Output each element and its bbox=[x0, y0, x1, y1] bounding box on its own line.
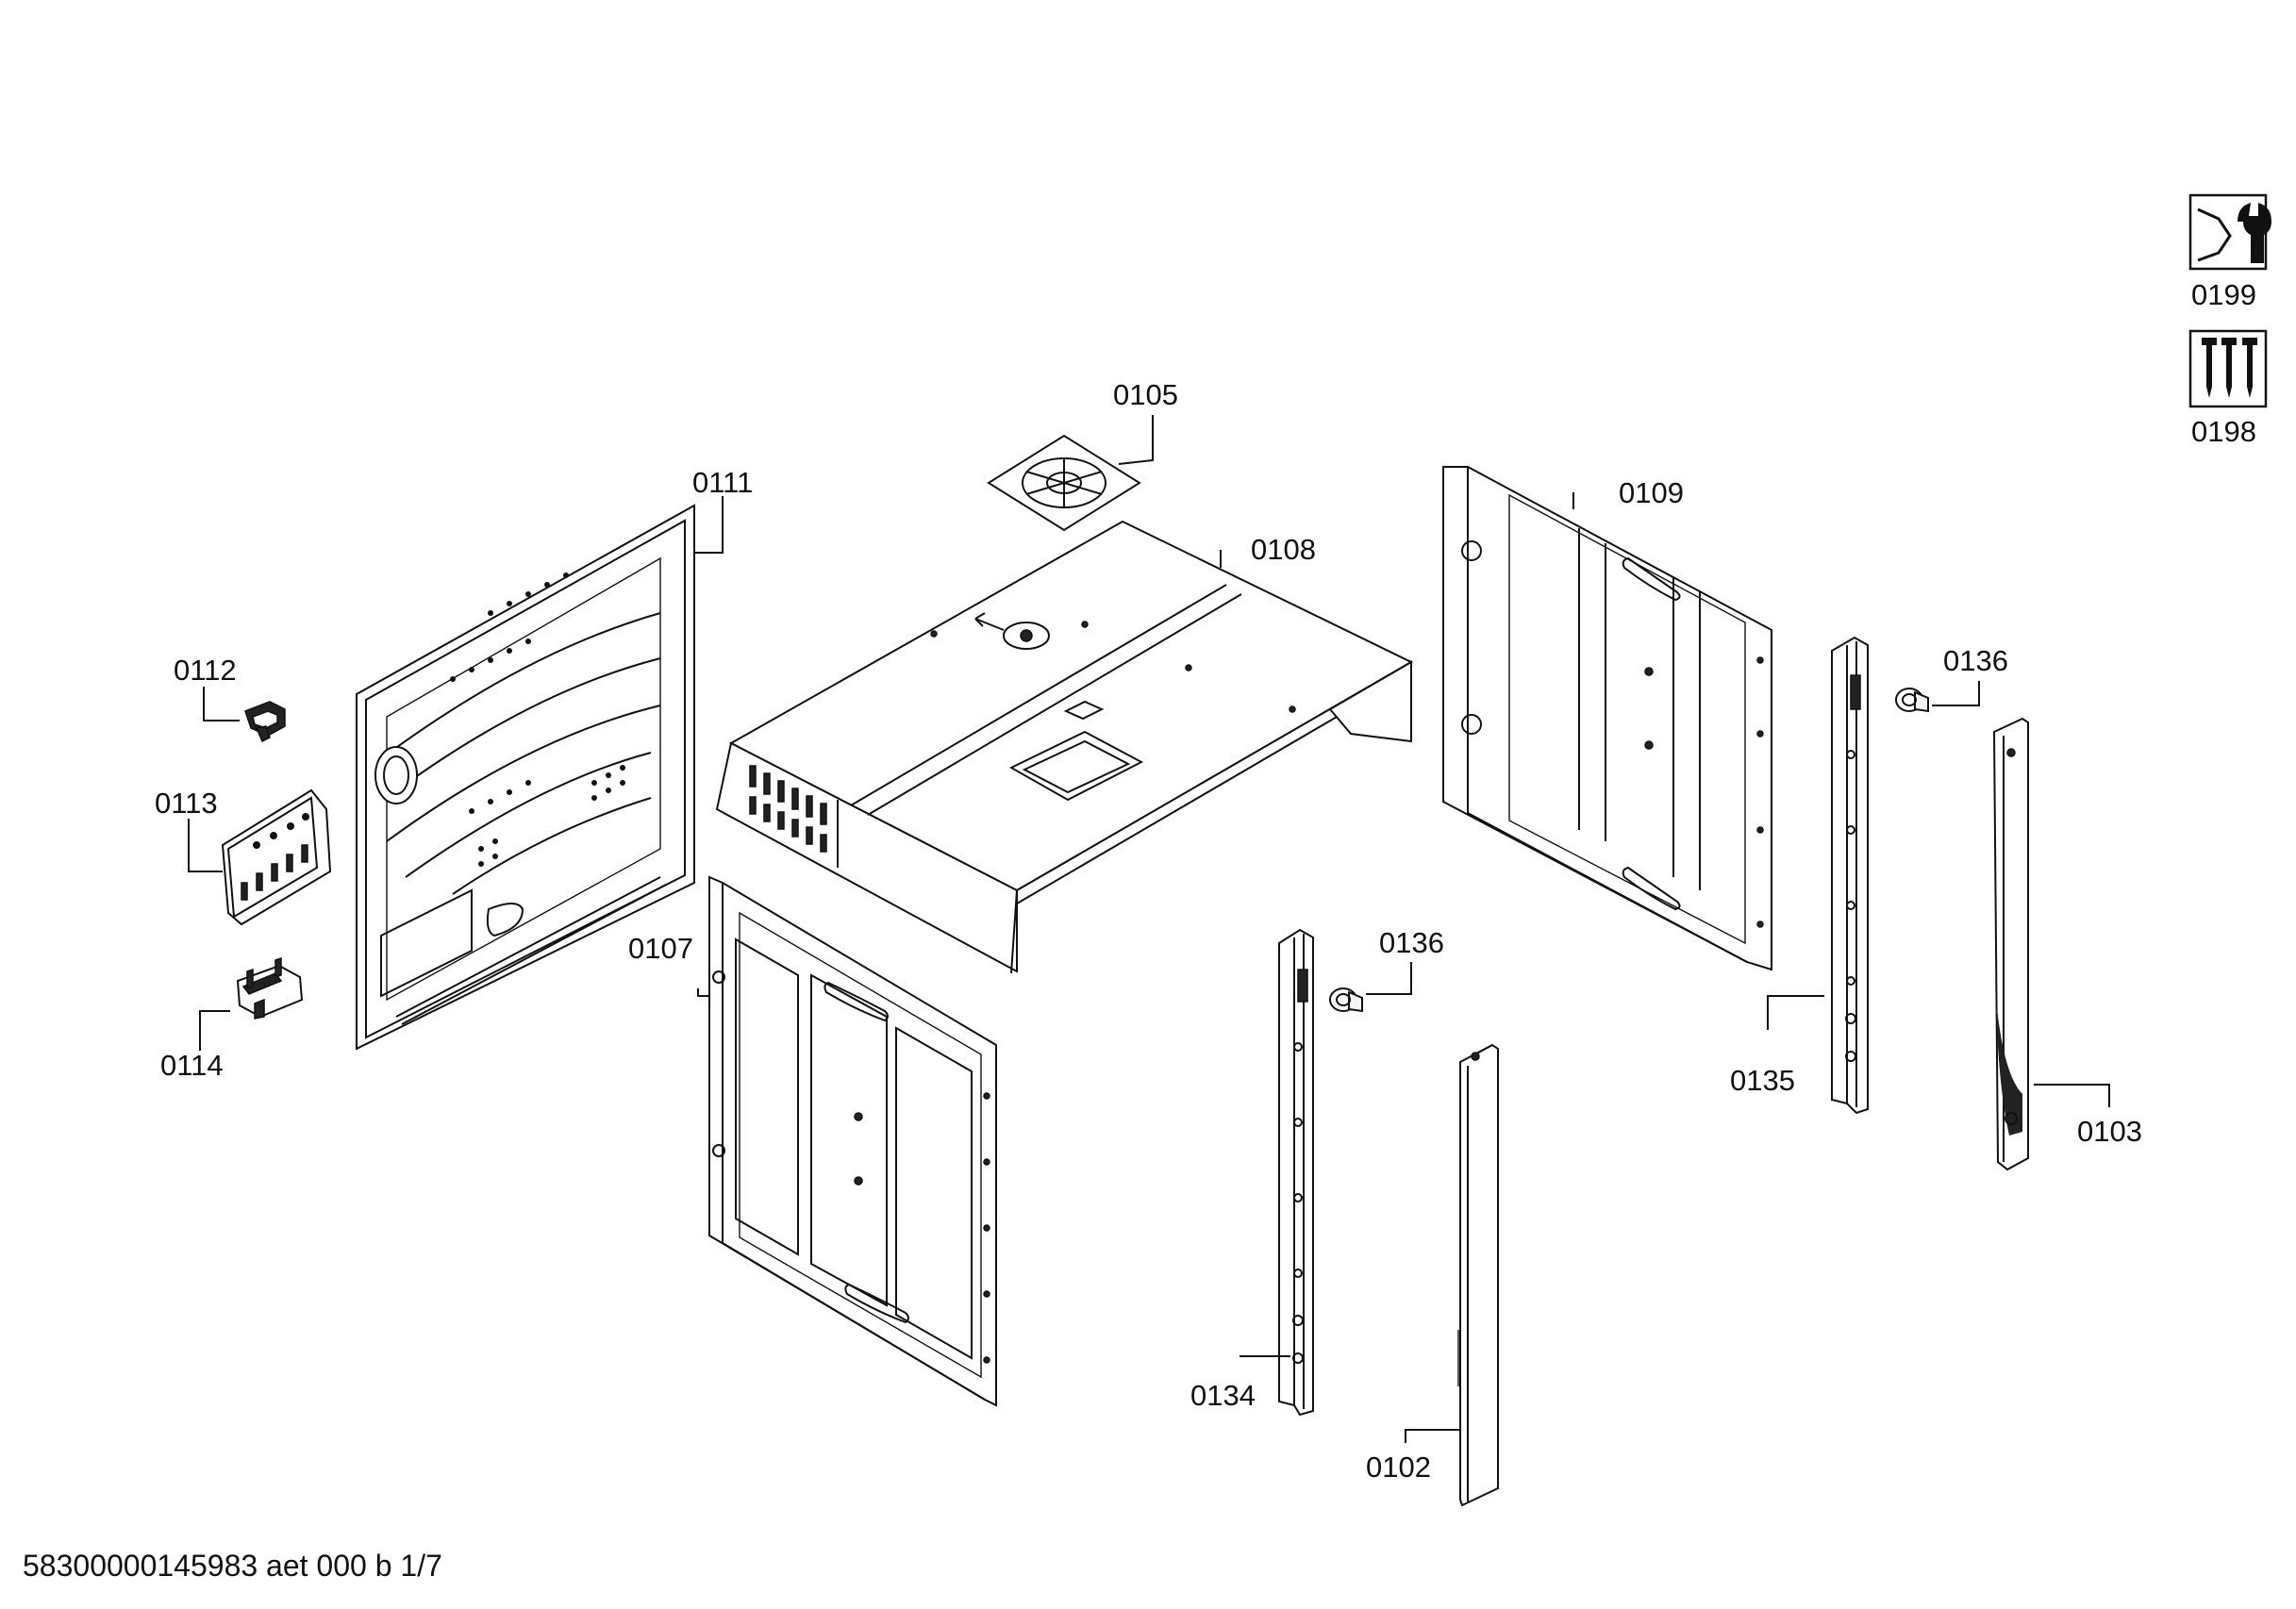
part-0108-cavity-housing[interactable] bbox=[715, 520, 1414, 974]
screws-icon[interactable] bbox=[2188, 329, 2268, 408]
label-0134: 0134 bbox=[1190, 1379, 1256, 1412]
label-0113: 0113 bbox=[155, 787, 218, 820]
icon-label-0199: 0199 bbox=[2191, 278, 2256, 311]
label-0136-center: 0136 bbox=[1379, 926, 1444, 959]
part-0136-knob-center[interactable] bbox=[1329, 987, 1363, 1013]
label-0103: 0103 bbox=[2077, 1115, 2142, 1148]
label-0108: 0108 bbox=[1251, 533, 1316, 566]
label-0114: 0114 bbox=[160, 1049, 224, 1082]
part-0107-side-panel-left[interactable] bbox=[708, 875, 997, 1407]
part-0109-side-panel-right[interactable] bbox=[1442, 466, 1772, 971]
part-0113-bracket[interactable] bbox=[221, 788, 332, 926]
part-0114-hinge-bracket[interactable] bbox=[236, 956, 304, 1020]
part-0103-side-trim[interactable] bbox=[1992, 717, 2029, 1171]
document-id: 58300000145983 aet 000 b 1/7 bbox=[23, 1549, 442, 1583]
part-0111-rear-panel[interactable] bbox=[356, 504, 695, 1051]
label-0112: 0112 bbox=[174, 654, 237, 687]
label-0109: 0109 bbox=[1619, 476, 1684, 509]
label-0136-right: 0136 bbox=[1943, 644, 2008, 677]
part-0102-side-trim[interactable] bbox=[1457, 1043, 1499, 1507]
part-0105-fan-cover[interactable] bbox=[987, 434, 1141, 532]
label-0107: 0107 bbox=[628, 932, 693, 965]
part-0134-runner-rail[interactable] bbox=[1278, 928, 1314, 1417]
label-0111: 0111 bbox=[692, 466, 753, 499]
part-0112-clip[interactable] bbox=[244, 701, 286, 743]
part-0135-runner-rail[interactable] bbox=[1831, 636, 1869, 1115]
label-0135: 0135 bbox=[1730, 1064, 1795, 1097]
part-0136-knob-right[interactable] bbox=[1895, 688, 1929, 713]
tool-wrench-icon[interactable] bbox=[2188, 193, 2271, 271]
label-0105: 0105 bbox=[1113, 378, 1178, 411]
label-0102: 0102 bbox=[1366, 1451, 1431, 1484]
icon-label-0198: 0198 bbox=[2191, 415, 2256, 448]
